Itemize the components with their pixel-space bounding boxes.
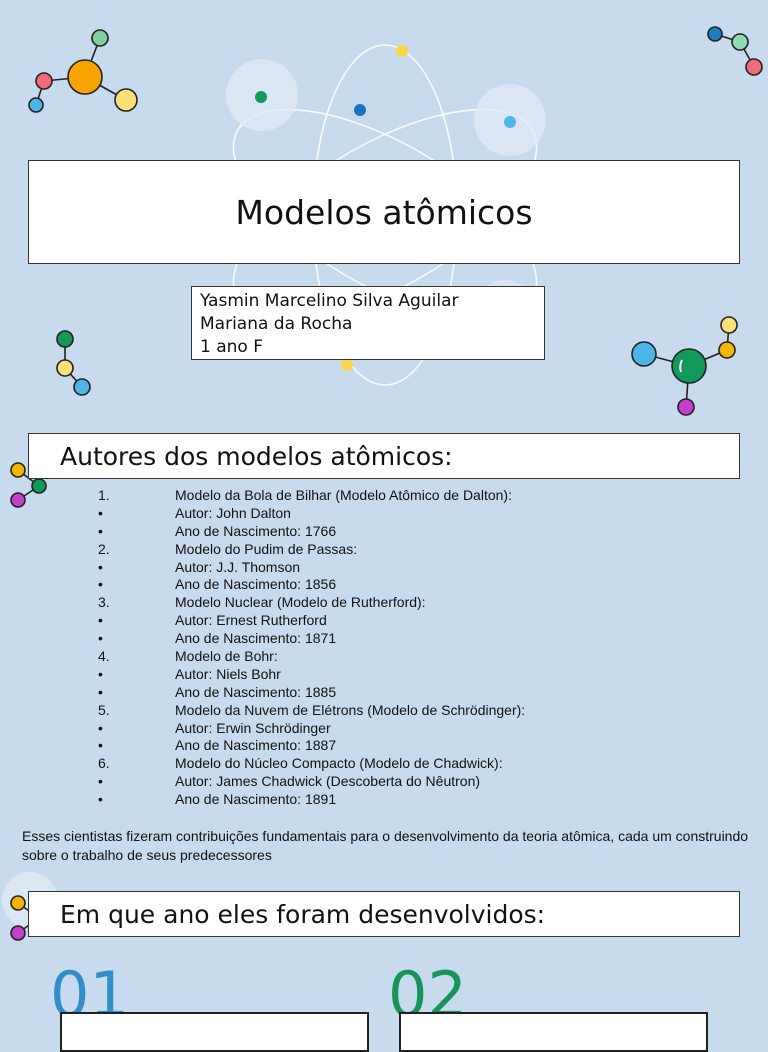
list-marker: 2. [98,540,110,557]
list-item-text: Ano de Nascimento: 1856 [175,576,337,593]
atom-molecule-illustration [2,26,763,941]
list-item-text: Autor: J.J. Thomson [175,558,301,575]
list-marker: • [98,630,103,647]
list-item: • Ano de Nascimento: 1871 [0,630,768,648]
list-marker: 4. [98,648,110,665]
list-item-text: Autor: Niels Bohr [175,665,281,682]
authors-box: Yasmin Marcelino Silva Aguilar Mariana d… [191,286,545,360]
list-item-text: Ano de Nascimento: 1885 [175,683,337,700]
list-item: • Ano de Nascimento: 1856 [0,576,768,594]
list-item-text: Modelo da Bola de Bilhar (Modelo Atômico… [175,487,512,503]
section-heading-years-text: Em que ano eles foram desenvolvidos: [60,899,546,929]
list-item-text: Modelo do Núcleo Compacto (Modelo de Cha… [175,755,503,772]
section-heading-authors: Autores dos modelos atômicos: [28,433,740,479]
list-item: • Autor: James Chadwick (Descoberta do Nê… [0,773,768,791]
list-item: 6. Modelo do Núcleo Compacto (Modelo de C… [0,755,768,773]
author-name-1: Yasmin Marcelino Silva Aguilar [200,291,459,311]
list-item: 4. Modelo de Bohr: [0,648,768,666]
list-item-text: Ano de Nascimento: 1871 [175,630,337,647]
list-marker: • [98,665,103,682]
list-marker: 6. [98,755,110,772]
list-marker: 3. [98,594,110,611]
list-item: 2. Modelo do Pudim de Passas: [0,541,768,559]
list-marker: • [98,576,103,593]
list-marker: • [98,737,103,754]
summary-paragraph: Esses cientistas fizeram contribuições f… [22,828,749,863]
list-marker: • [98,791,103,808]
list-item-text: Modelo do Pudim de Passas: [175,540,358,557]
list-marker: • [98,522,103,539]
class-label: 1 ano F [200,337,263,357]
list-marker: • [98,683,103,700]
list-item: • Ano de Nascimento: 1885 [0,684,768,702]
author-name-2: Mariana da Rocha [200,314,353,334]
list-item: • Autor: Niels Bohr [0,666,768,684]
list-marker: 5. [98,701,110,718]
authors-list: 1. Modelo da Bola de Bilhar (Modelo Atômi… [0,487,768,809]
list-item: • Autor: Erwin Schrödinger [0,720,768,738]
list-item-text: Ano de Nascimento: 1891 [175,791,337,808]
list-marker: • [98,773,103,790]
list-item-text: Ano de Nascimento: 1766 [175,522,337,539]
section-heading-years: Em que ano eles foram desenvolvidos: [28,891,740,937]
title-box: Modelos atômicos [28,160,740,264]
list-marker: • [98,558,103,575]
section-heading-authors-text: Autores dos modelos atômicos: [60,441,453,471]
list-item: 1. Modelo da Bola de Bilhar (Modelo Atômi… [0,487,768,505]
list-item-text: Modelo Nuclear (Modelo de Rutherford): [175,594,426,611]
list-item: • Ano de Nascimento: 1887 [0,737,768,755]
list-marker: • [98,612,103,629]
slide-title: Modelos atômicos [235,192,533,232]
list-item: 3. Modelo Nuclear (Modelo de Rutherford): [0,594,768,612]
list-marker: • [98,504,103,521]
list-marker: • [98,719,103,736]
list-item: • Ano de Nascimento: 1891 [0,791,768,809]
number-02-box [399,1012,708,1052]
list-item: • Ano de Nascimento: 1766 [0,523,768,541]
list-item: • Autor: Ernest Rutherford [0,612,768,630]
list-item-text: Modelo da Nuvem de Elétrons (Modelo de S… [175,701,526,718]
list-item: • Autor: J.J. Thomson [0,559,768,577]
list-marker: 1. [98,487,110,503]
list-item-text: Autor: James Chadwick (Descoberta do Nêu… [175,773,481,790]
number-01-box [60,1012,369,1052]
list-item-text: Modelo de Bohr: [175,648,278,665]
list-item: • Autor: John Dalton [0,505,768,523]
list-item-text: Ano de Nascimento: 1887 [175,737,337,754]
list-item-text: Autor: John Dalton [175,504,291,521]
list-item: 5. Modelo da Nuvem de Elétrons (Modelo de… [0,702,768,720]
list-item-text: Autor: Ernest Rutherford [175,612,327,629]
list-item-text: Autor: Erwin Schrödinger [175,719,331,736]
